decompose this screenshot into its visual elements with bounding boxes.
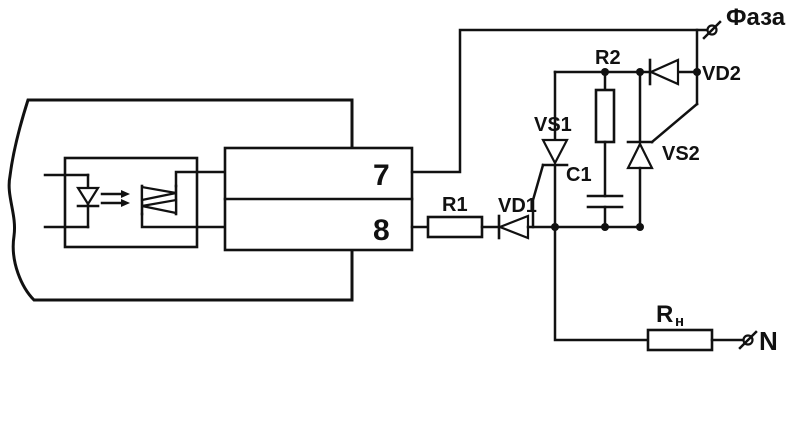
optocoupler: [43, 156, 227, 249]
load-resistor-label: R: [656, 301, 673, 328]
snubber-r2-c1: R2 C1: [553, 47, 701, 229]
load-resistor-symbol: [646, 328, 714, 352]
diode-vd2-symbol: [648, 58, 680, 86]
neutral-label: N: [759, 326, 778, 356]
light-arrows-icon: [100, 190, 130, 207]
thyristor-vs2-label: VS2: [662, 143, 700, 165]
terminal-block: 7 8: [223, 146, 414, 252]
resistor-r1-symbol: [426, 215, 484, 239]
resistor-r2-label: R2: [595, 47, 621, 69]
vs1-triangle: [541, 138, 569, 166]
terminal-8-label: 8: [373, 214, 390, 247]
vs2-triangle: [626, 141, 654, 170]
optotriac-top-lead: [174, 170, 227, 188]
phase-rail: [410, 28, 709, 174]
phase-label: Фаза: [726, 4, 786, 31]
optotriac-symbol: [140, 170, 227, 229]
load-circuit: R н N: [553, 225, 778, 356]
diode-vd2: VD2: [648, 28, 741, 144]
diode-vd1-label: VD1: [498, 195, 537, 217]
led-triangle: [76, 186, 100, 207]
phase-terminal-slash: [702, 20, 722, 40]
terminal-7-label: 7: [373, 159, 390, 192]
vs1-gate-wire: [531, 163, 545, 229]
diode-vd2-label: VD2: [702, 63, 741, 85]
capacitor-c1-label: C1: [566, 164, 592, 186]
load-wire: [553, 225, 650, 342]
diode-vd1-symbol: [496, 214, 530, 240]
thyristor-vs1: VS1: [531, 70, 572, 229]
gate-circuit: R1 VD1: [410, 194, 644, 240]
optotriac-bottom-lead: [140, 212, 227, 229]
resistor-r2-symbol: [594, 88, 616, 144]
thyristor-vs1-label: VS1: [534, 114, 572, 136]
thyristor-vs2: VS2: [626, 70, 700, 229]
neutral-terminal-slash: [738, 330, 758, 350]
phase-wire: Фаза: [410, 4, 786, 174]
load-resistor-subscript: н: [675, 313, 684, 330]
resistor-r1-label: R1: [442, 194, 468, 216]
vs2-gate-wire: [650, 102, 699, 144]
capacitor-c1-symbol: [586, 194, 624, 209]
